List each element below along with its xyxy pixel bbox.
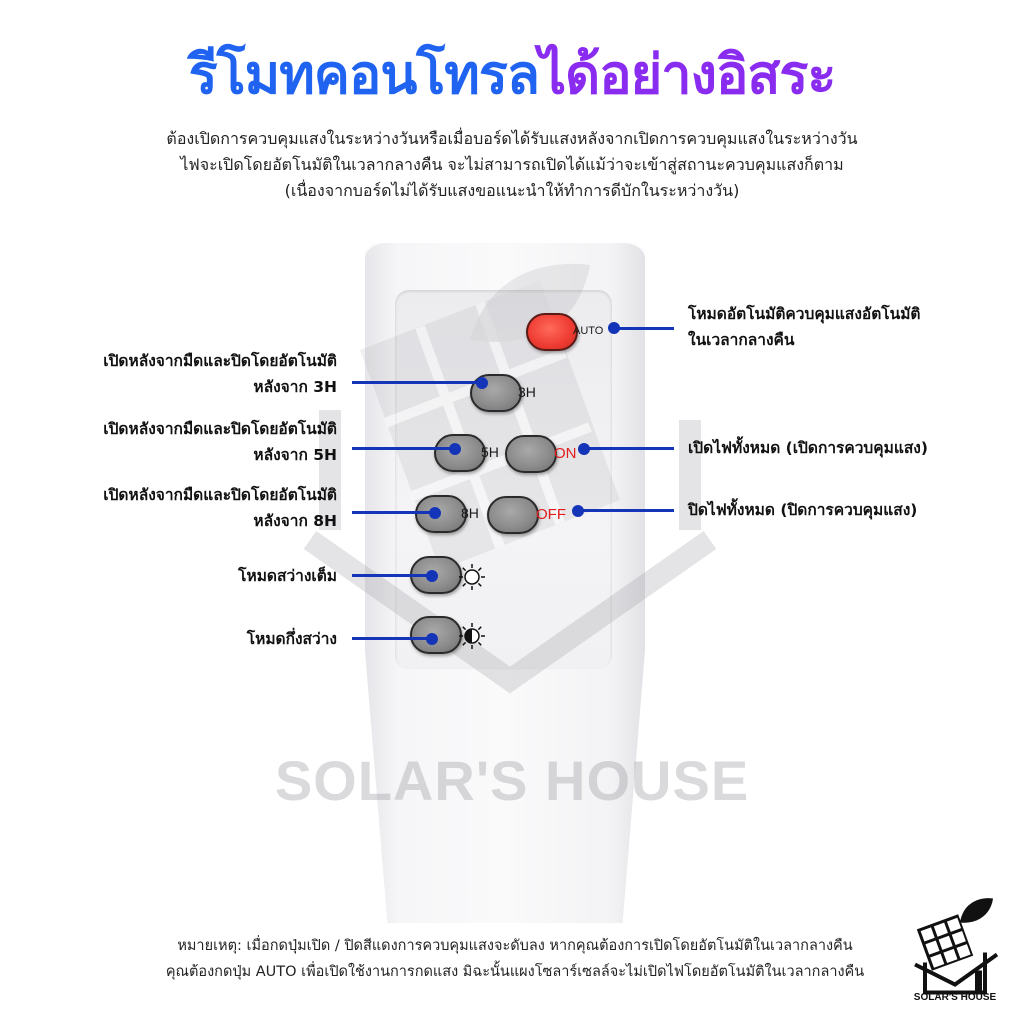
annotation-8h: เปิดหลังจากมืดและปิดโดยอัตโนมัติ หลังจาก… (103, 482, 337, 534)
annotation-auto-line1: โหมดอัตโนมัติควบคุมแสงอัตโนมัติ (688, 305, 921, 323)
description-line: (เนื่องจากบอร์ดไม่ได้รับแสงขอแนะนำให้ทำก… (284, 181, 740, 200)
title-part-blue: รีโมทคอนโทรล (188, 43, 540, 106)
watermark-text: SOLAR'S HOUSE (274, 749, 750, 812)
annotation-3h-line1: เปิดหลังจากมืดและปิดโดยอัตโนมัติ (103, 352, 337, 370)
description-line: ต้องเปิดการควบคุมแสงในระหว่างวันหรือเมื่… (166, 129, 858, 148)
connector-dot-3h (476, 377, 488, 389)
annotation-half-bright: โหมดกึ่งสว่าง (246, 630, 337, 648)
description-line: ไฟจะเปิดโดยอัตโนมัติในเวลากลางคืน จะไม่ส… (180, 155, 844, 174)
annotation-5h: เปิดหลังจากมืดและปิดโดยอัตโนมัติ หลังจาก… (103, 416, 337, 468)
connector-dot-full (426, 570, 438, 582)
5h-label: 5H (481, 444, 499, 460)
3h-label: 3H (518, 384, 536, 400)
solars-house-logo-icon (914, 898, 999, 995)
on-label: ON (554, 445, 577, 462)
logo-text: SOLAR'S HOUSE (913, 992, 997, 1003)
annotation-auto: โหมดอัตโนมัติควบคุมแสงอัตโนมัติ ในเวลากล… (688, 301, 921, 353)
connector-line-8h (352, 511, 432, 514)
connector-line-5h (352, 447, 452, 450)
title-part-purple: ได้อย่างอิสระ (538, 43, 836, 106)
connector-dot-half (426, 633, 438, 645)
connector-line-half (352, 637, 432, 640)
footer-line: คุณต้องกดปุ่ม AUTO เพื่อเปิดใช้งานการกดแ… (165, 964, 865, 980)
connector-line-3h (352, 381, 482, 384)
watermark-house-icon (303, 263, 717, 694)
annotation-3h-line2: หลังจาก 3H (253, 378, 337, 396)
remote-button-panel (395, 290, 612, 670)
connector-dot-5h (449, 443, 461, 455)
half-bright-button[interactable] (410, 616, 462, 654)
5h-button[interactable] (434, 434, 486, 472)
annotation-off: ปิดไฟทั้งหมด (ปิดการควบคุมแสง) (688, 501, 918, 519)
connector-line-off (578, 509, 674, 512)
annotation-8h-line2: หลังจาก 8H (253, 512, 337, 530)
annotation-5h-line1: เปิดหลังจากมืดและปิดโดยอัตโนมัติ (103, 420, 337, 438)
sun-icon (459, 564, 485, 590)
off-label: OFF (536, 506, 566, 523)
connector-line-full (352, 574, 432, 577)
description: ต้องเปิดการควบคุมแสงในระหว่างวันหรือเมื่… (0, 126, 1024, 204)
connector-dot-8h (429, 507, 441, 519)
on-button[interactable] (505, 435, 557, 473)
page-title: รีโมทคอนโทรลได้อย่างอิสระ (0, 40, 1024, 110)
annotation-on: เปิดไฟทั้งหมด (เปิดการควบคุมแสง) (688, 439, 928, 457)
auto-button[interactable] (526, 313, 578, 351)
connector-line-auto (614, 327, 674, 330)
connector-line-on (584, 447, 674, 450)
annotation-auto-line2: ในเวลากลางคืน (688, 331, 795, 349)
annotation-5h-line2: หลังจาก 5H (253, 446, 337, 464)
annotation-3h: เปิดหลังจากมืดและปิดโดยอัตโนมัติ หลังจาก… (103, 348, 337, 400)
annotation-full-bright: โหมดสว่างเต็ม (238, 567, 337, 585)
annotation-8h-line1: เปิดหลังจากมืดและปิดโดยอัตโนมัติ (103, 486, 337, 504)
footer-note: หมายเหตุ: เมื่อกดปุ่มเปิด / ปิดสีแดงการค… (120, 933, 910, 985)
auto-label: AUTO (573, 325, 604, 337)
8h-label: 8H (461, 505, 479, 521)
footer-line: หมายเหตุ: เมื่อกดปุ่มเปิด / ปิดสีแดงการค… (177, 938, 853, 954)
8h-button[interactable] (415, 495, 467, 533)
off-button[interactable] (487, 496, 539, 534)
half-sun-icon (459, 623, 485, 649)
